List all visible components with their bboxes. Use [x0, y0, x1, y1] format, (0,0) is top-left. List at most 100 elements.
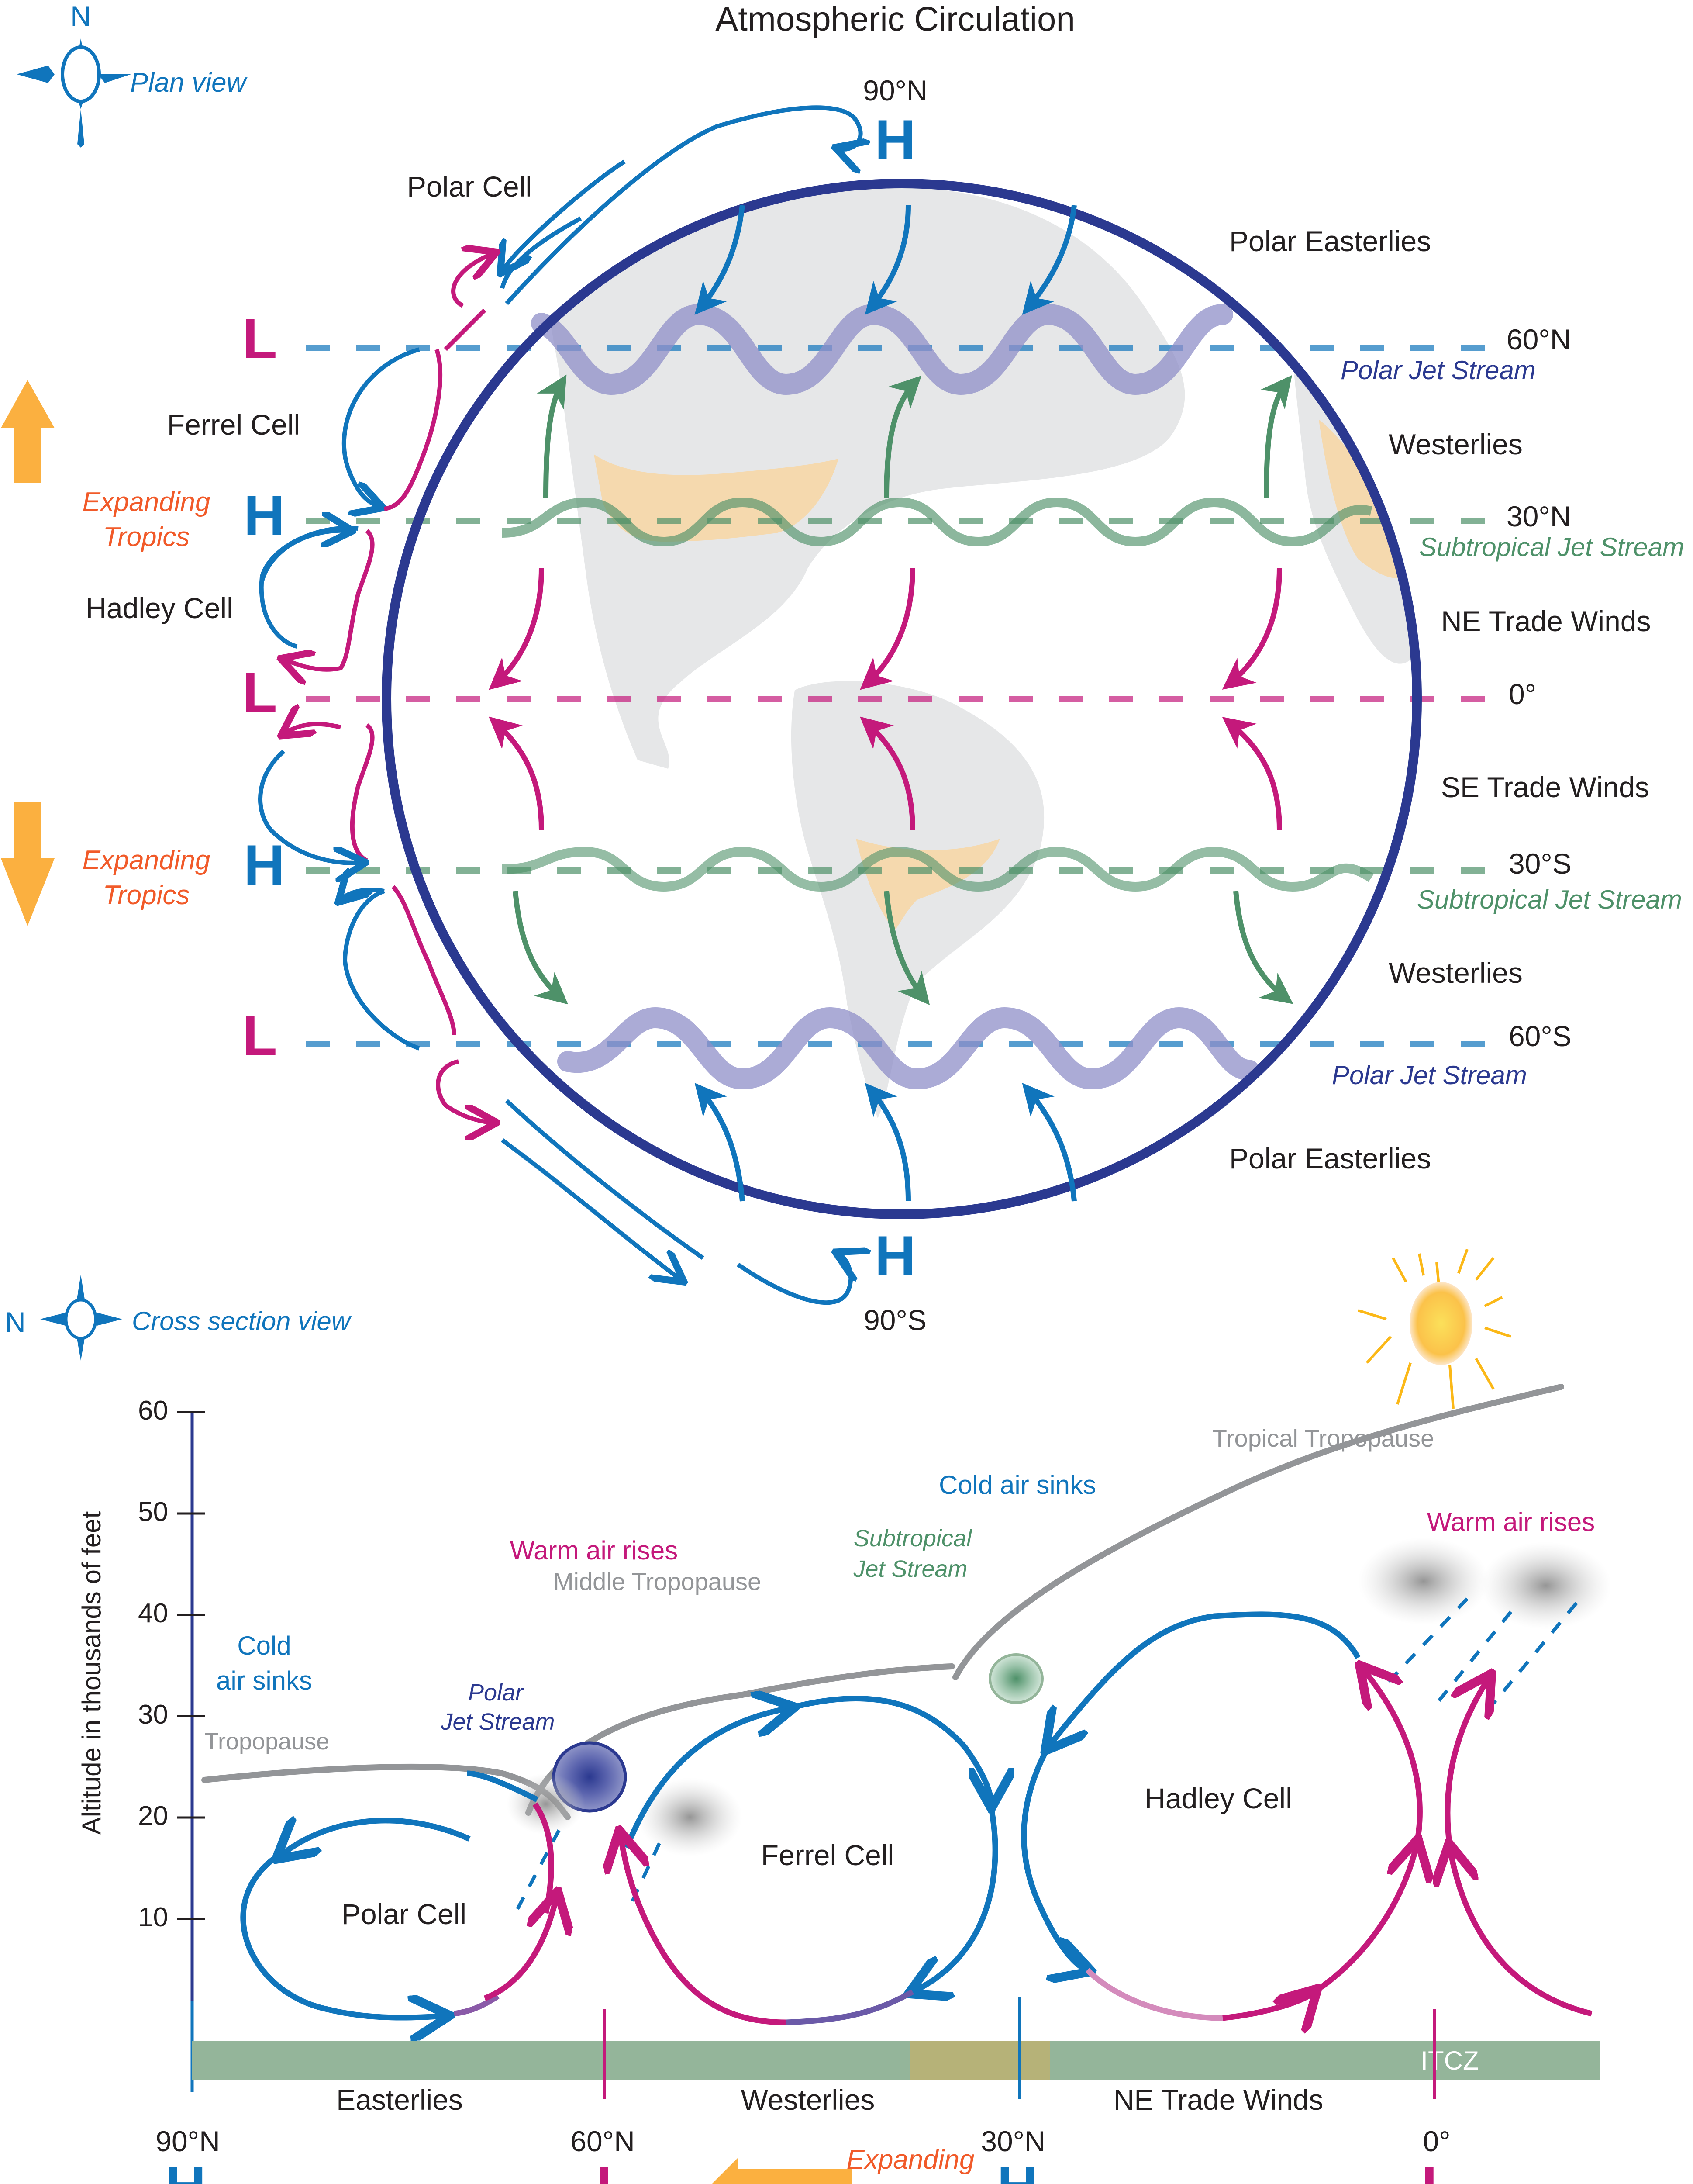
y-axis: 60 50 40 30 20 10 Altitude in thousands … [77, 1396, 205, 2092]
globe-outline [382, 179, 1422, 1219]
latitude-label-60s: 60°S [1509, 1020, 1572, 1052]
compass-rose-icon-small [40, 1275, 122, 1361]
ferrel-cell-loop [620, 1698, 995, 2025]
polar-jet-stream-south [557, 1007, 1259, 1090]
expanding-tropics-north-line1: Expanding [82, 487, 210, 517]
expanding-tropics-south: Expanding Tropics [1, 802, 210, 926]
latitude-label-30n: 30°N [1507, 500, 1571, 532]
cloud-icons [507, 1538, 1611, 1856]
subtropical-jet-stream-south [502, 847, 1374, 892]
cell-loops-left [258, 105, 861, 1305]
pressure-high-south-pole: H [875, 1224, 916, 1288]
label-se-trade-winds: SE Trade Winds [1441, 771, 1649, 803]
pressure-high-30n: H [244, 484, 285, 547]
pressure-high-north-pole: H [875, 108, 916, 172]
cs-latitude-30n: 30°N [981, 2125, 1045, 2157]
y-tick-20: 20 [138, 1801, 168, 1831]
cs-pressure-high-30n: H [997, 2154, 1038, 2184]
label-warm-air-rises-right: Warm air rises [1427, 1507, 1595, 1537]
label-subtropical-jet-south: Subtropical Jet Stream [1417, 885, 1682, 914]
label-westerlies-north: Westerlies [1389, 428, 1523, 460]
left-arrow-icon [712, 2158, 852, 2184]
cs-pressure-low-60n: L [596, 2154, 631, 2184]
label-polar-jet-1: Polar [468, 1679, 524, 1706]
se-trade-arrows [489, 716, 1282, 830]
subtropical-dry-zone [910, 2041, 1050, 2080]
label-subtropical-jet-north: Subtropical Jet Stream [1419, 532, 1684, 562]
label-polar-jet-2: Jet Stream [440, 1709, 555, 1735]
label-middle-tropopause: Middle Tropopause [553, 1568, 761, 1595]
expanding-tropics-cross-section: Expanding Tropics [712, 2145, 975, 2184]
label-polar-easterlies-south: Polar Easterlies [1229, 1142, 1431, 1175]
expanding-tropics-south-line2: Tropics [103, 880, 190, 910]
expanding-tropics-south-line1: Expanding [82, 845, 210, 875]
pressure-high-30s: H [244, 833, 285, 897]
down-arrow-icon [1, 802, 55, 926]
y-tick-50: 50 [138, 1497, 168, 1527]
ne-trade-arrows [489, 567, 1282, 690]
cs-latitude-0: 0° [1423, 2125, 1450, 2157]
y-tick-30: 30 [138, 1700, 168, 1730]
latitude-label-30s: 30°S [1509, 847, 1572, 880]
compass-plan: N Plan view [17, 0, 248, 148]
label-cold-air-sinks-left-1: Cold [237, 1631, 291, 1660]
compass-rose-icon [17, 38, 131, 148]
y-tick-60: 60 [138, 1396, 168, 1426]
itcz-label: ITCZ [1421, 2046, 1479, 2075]
compass-cross-north-label: N [5, 1306, 26, 1338]
latitude-label-equator: 0° [1509, 678, 1536, 710]
label-ne-trade-winds: NE Trade Winds [1441, 605, 1651, 637]
label-tropical-tropopause: Tropical Tropopause [1212, 1424, 1434, 1452]
latitude-label-90s: 90°S [864, 1304, 927, 1336]
hadley-cell-loop [1021, 1611, 1420, 2018]
sun-icon [1358, 1248, 1511, 1409]
latitude-label-60n: 60°N [1507, 323, 1571, 356]
westerlies-arrows-north [537, 374, 1292, 498]
label-polar-cell: Polar Cell [407, 170, 532, 203]
cs-pressure-high-90n: H [165, 2154, 206, 2184]
westerlies-arrows-south [513, 891, 1293, 1006]
label-cs-polar-cell: Polar Cell [341, 1898, 466, 1930]
compass-cross-section: N Cross section view [5, 1275, 352, 1361]
expanding-tropics-cs-line1: Expanding [846, 2145, 974, 2175]
plan-view-label: Plan view [130, 68, 248, 98]
polar-easterlies-arrows-south [694, 1083, 1077, 1202]
label-subtropical-jet-2: Jet Stream [853, 1556, 967, 1582]
label-ferrel-cell: Ferrel Cell [167, 408, 300, 441]
subtropical-jet-core-icon [989, 1653, 1044, 1704]
label-westerlies-south: Westerlies [1389, 957, 1523, 989]
label-polar-jet-south: Polar Jet Stream [1332, 1061, 1527, 1090]
pressure-low-60s: L [242, 1003, 277, 1067]
pressure-low-60n: L [242, 307, 277, 370]
cross-section-view-label: Cross section view [132, 1306, 352, 1336]
diagram-title: Atmospheric Circulation [715, 0, 1075, 38]
equatorial-rising-loop [1448, 1677, 1593, 2017]
label-cold-air-sinks-mid: Cold air sinks [939, 1470, 1096, 1500]
subtropical-jet-stream-north [502, 497, 1372, 547]
label-warm-air-rises-left: Warm air rises [510, 1536, 678, 1565]
latitude-label-90n: 90°N [863, 74, 927, 107]
expanding-tropics-north: Expanding Tropics [1, 380, 210, 552]
cs-latitude-60n: 60°N [570, 2125, 634, 2157]
expanding-tropics-cs-line2: Tropics [872, 2182, 959, 2184]
polar-easterlies-arrows-north [694, 205, 1077, 315]
label-surface-westerlies: Westerlies [741, 2084, 875, 2116]
y-axis-label: Altitude in thousands of feet [77, 1511, 106, 1835]
label-polar-jet-north: Polar Jet Stream [1341, 356, 1536, 385]
label-cold-air-sinks-left-2: air sinks [216, 1666, 312, 1695]
label-hadley-cell: Hadley Cell [86, 592, 233, 624]
up-arrow-icon [1, 380, 55, 483]
label-tropopause: Tropopause [204, 1728, 329, 1755]
compass-north-label: N [70, 0, 91, 32]
label-polar-easterlies-north: Polar Easterlies [1229, 225, 1431, 257]
label-cs-hadley-cell: Hadley Cell [1145, 1782, 1292, 1814]
label-cs-ferrel-cell: Ferrel Cell [761, 1839, 894, 1871]
label-subtropical-jet-1: Subtropical [854, 1525, 972, 1552]
cs-pressure-low-0: L [1421, 2154, 1456, 2184]
expanding-tropics-north-line2: Tropics [103, 522, 190, 552]
polar-cell-loop [240, 1770, 557, 2018]
label-surface-ne-trades: NE Trade Winds [1114, 2084, 1324, 2116]
surface-band [192, 2041, 1600, 2080]
label-surface-easterlies: Easterlies [336, 2084, 463, 2116]
